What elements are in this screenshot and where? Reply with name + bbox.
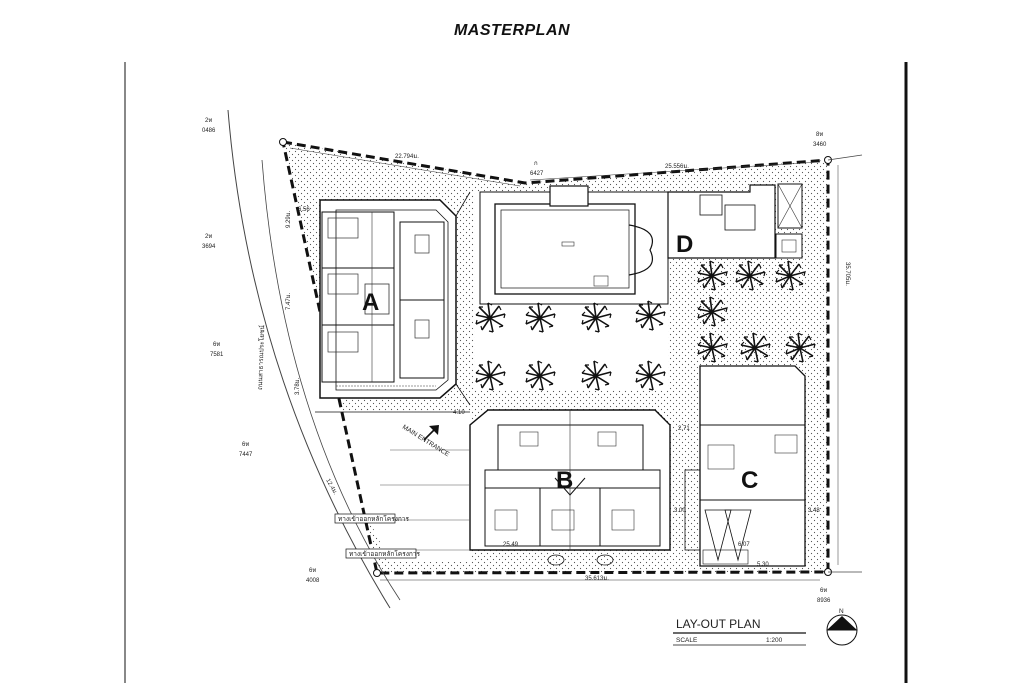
plot-code-3-top: 6ท	[213, 342, 220, 348]
layout-plan-title: LAY-OUT PLAN	[676, 617, 760, 631]
plot-code-5-top: 6ท	[309, 568, 316, 574]
dim-c-side: 3.00	[674, 508, 686, 514]
plot-code-7-num: 8936	[817, 598, 831, 604]
dim-left-c: 7.47ม.	[286, 292, 292, 310]
road-label: ถนนสาธารณประโยชน์	[256, 324, 266, 390]
dim-top-mid-code: 6427	[530, 171, 544, 177]
dim-right-side: 35.705ม.	[844, 262, 850, 286]
property-boundary	[281, 140, 830, 575]
plot-code-6-top: 8ท	[816, 132, 823, 138]
scale-value: 1:200	[766, 637, 783, 644]
dim-b-seg: 5.30	[757, 562, 769, 568]
dim-top-right: 25.556ม.	[665, 164, 689, 170]
page-title: MASTERPLAN	[453, 22, 571, 39]
gate-label-1: ทางเข้าออกหลักโครงการ	[338, 515, 409, 523]
dim-left-a: 9.29ม.	[286, 210, 292, 228]
title-block: LAY-OUT PLAN SCALE 1:200 N	[673, 608, 858, 646]
plot-code-4-num: 7447	[239, 452, 253, 458]
building-d	[667, 183, 803, 259]
dim-bottom: 35.613ม.	[585, 576, 609, 582]
north-arrow-icon	[826, 614, 858, 646]
zone-label-a: A	[362, 289, 379, 316]
dim-top-mid-prefix: ก	[534, 161, 538, 167]
plot-code-6-num: 3460	[813, 142, 827, 148]
dim-b-width: 25.49	[503, 542, 519, 548]
plot-code-2-num: 3694	[202, 244, 216, 250]
plot-code-1-top: 2ท	[205, 118, 212, 124]
entrance-arrow-icon	[423, 425, 439, 441]
gate-label-2: ทางเข้าออกหลักโครงการ	[349, 550, 420, 558]
plot-code-3-num: 7581	[210, 352, 224, 358]
building-c	[684, 365, 806, 567]
scale-label: SCALE	[676, 637, 698, 644]
zone-label-d: D	[676, 231, 693, 258]
building-a	[319, 199, 457, 399]
dim-top-left: 22.794ม.	[395, 154, 419, 160]
plot-code-1-num: 0486	[202, 128, 216, 134]
dim-c-bottom: 6.07	[738, 542, 750, 548]
zone-label-b: B	[556, 467, 573, 494]
dim-walk: 4.10	[453, 410, 465, 416]
zone-label-c: C	[741, 467, 758, 494]
building-b	[469, 409, 671, 566]
dim-c-low: 3.48	[808, 508, 820, 514]
plot-code-7-top: 6ท	[820, 588, 827, 594]
dim-left-b: 6.56	[298, 207, 310, 213]
swimming-pool	[479, 185, 669, 305]
plot-code-2-top: 2ท	[205, 234, 212, 240]
dim-left-d: 3.78ม.	[295, 377, 301, 395]
dim-c-width: 2.71	[678, 426, 690, 432]
plot-code-5-num: 4008	[306, 578, 320, 584]
plot-code-4-top: 6ท	[242, 442, 249, 448]
north-label: N	[839, 608, 844, 615]
